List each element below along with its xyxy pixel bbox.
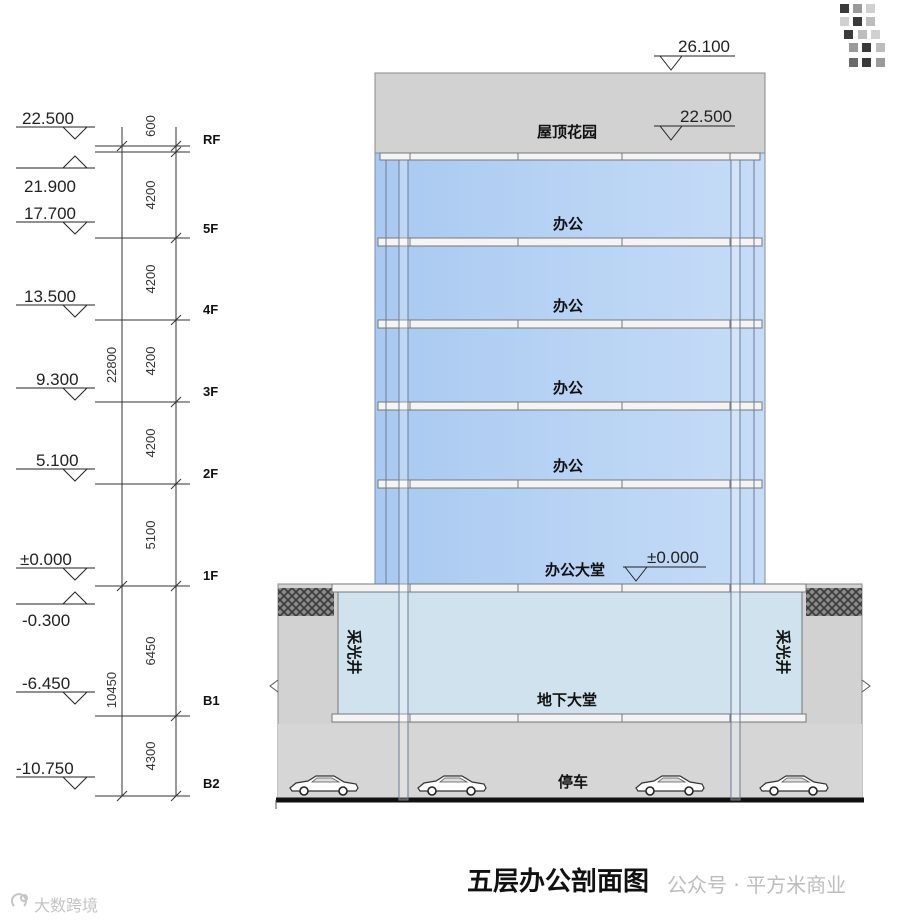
logo-icon: [840, 4, 885, 67]
room-lightwell-right: 采光井: [774, 628, 792, 674]
elev-marker-roof: 22.500: [654, 107, 735, 141]
hatch-soil-icon: [278, 588, 334, 616]
dim-2f: 4200: [143, 429, 158, 458]
office-tower: [374, 152, 766, 585]
level-1f: 1F: [203, 568, 218, 583]
room-lightwell-left: 采光井: [345, 628, 363, 674]
elev-minus-0300: -0.300: [22, 611, 70, 630]
watermark-logo-icon: [11, 893, 28, 907]
dim-total-above: 22800: [104, 347, 119, 383]
level-3f: 3F: [203, 384, 218, 399]
elev-minus-6450: -6.450: [22, 674, 70, 693]
elev-marker-top: 26.100: [654, 37, 735, 71]
dim-b2: 4300: [143, 742, 158, 771]
elev-13500: 13.500: [24, 287, 76, 306]
level-b2: B2: [203, 776, 220, 791]
dimension-chain: [95, 127, 190, 802]
room-office-2f: 办公: [553, 457, 583, 475]
room-office-5f: 办公: [553, 215, 583, 233]
room-office-4f: 办公: [553, 297, 583, 315]
svg-text:±0.000: ±0.000: [647, 548, 699, 567]
level-5f: 5F: [203, 221, 218, 236]
svg-text:22.500: 22.500: [680, 107, 732, 126]
structural-columns: [385, 159, 755, 801]
room-underground-lobby: 地下大堂: [537, 691, 597, 709]
watermark-left: 大数跨境: [34, 896, 98, 915]
elev-17700: 17.700: [24, 204, 76, 223]
room-lobby: 办公大堂: [545, 561, 605, 579]
dim-4f: 4200: [143, 265, 158, 294]
dim-b1: 6450: [143, 637, 158, 666]
room-office-3f: 办公: [553, 379, 583, 397]
dim-rf: 600: [143, 115, 158, 137]
drawing-title: 五层办公剖面图: [467, 866, 649, 897]
left-elevation-marks: [16, 126, 95, 790]
underground-lobby-area: [337, 585, 803, 717]
elev-5100: 5.100: [36, 451, 79, 470]
svg-text:26.100: 26.100: [678, 37, 730, 56]
level-b1: B1: [203, 693, 220, 708]
elev-minus-10750: -10.750: [16, 759, 74, 778]
level-2f: 2F: [203, 466, 218, 481]
watermark-right: 公众号 · 平方米商业: [667, 873, 846, 897]
elev-21900: 21.900: [24, 177, 76, 196]
roof-parapet: [374, 72, 766, 154]
level-4f: 4F: [203, 302, 218, 317]
dim-1f: 5100: [143, 521, 158, 550]
dim-3f: 4200: [143, 347, 158, 376]
floor-slabs: [331, 152, 807, 723]
room-roof-garden: 屋顶花园: [537, 123, 597, 141]
dim-5f: 4200: [143, 181, 158, 210]
elev-9300: 9.300: [36, 370, 79, 389]
elev-marker-ground: ±0.000: [623, 548, 706, 582]
dim-total-below: 10450: [104, 672, 119, 708]
elev-0000: ±0.000: [20, 550, 72, 569]
elev-22500: 22.500: [22, 109, 74, 128]
room-parking: 停车: [558, 773, 588, 791]
hatch-soil-icon: [806, 588, 862, 616]
level-rf: RF: [203, 132, 220, 147]
